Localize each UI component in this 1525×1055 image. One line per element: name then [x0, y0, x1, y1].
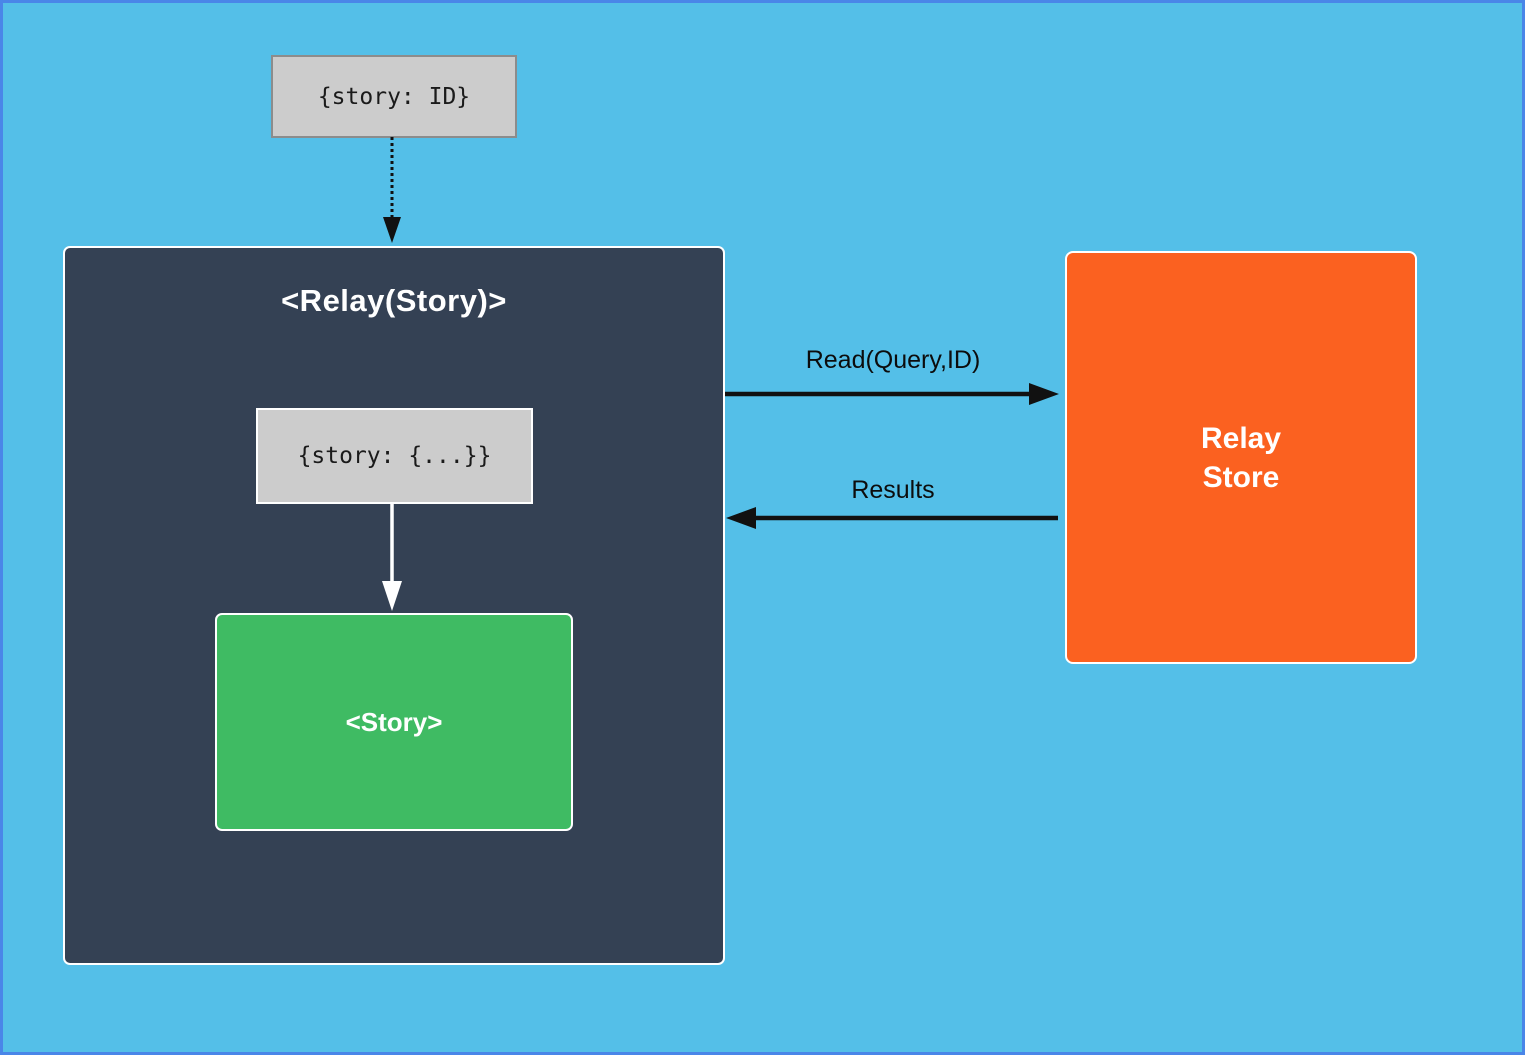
- props-input-node: {story: ID}: [271, 55, 517, 138]
- results-edge-label: Results: [851, 476, 935, 504]
- story-component-node: <Story>: [215, 613, 573, 831]
- relay-store-node: Relay Store: [1065, 251, 1417, 664]
- resolved-props-label: {story: {...}}: [297, 443, 492, 469]
- read-edge-label: Read(Query,ID): [805, 346, 981, 374]
- story-component-label: <Story>: [345, 706, 443, 737]
- props-to-relay-arrow: [383, 137, 401, 243]
- relay-store-label: Relay Store: [1200, 421, 1282, 494]
- read-arrow: [725, 383, 1059, 405]
- props-input-label: {story: ID}: [317, 83, 471, 110]
- relay-story-container-node: [63, 246, 725, 965]
- relay-story-title: <Relay(Story)>: [281, 283, 507, 318]
- resolved-props-node: {story: {...}}: [256, 408, 533, 504]
- results-arrow: [726, 507, 1058, 529]
